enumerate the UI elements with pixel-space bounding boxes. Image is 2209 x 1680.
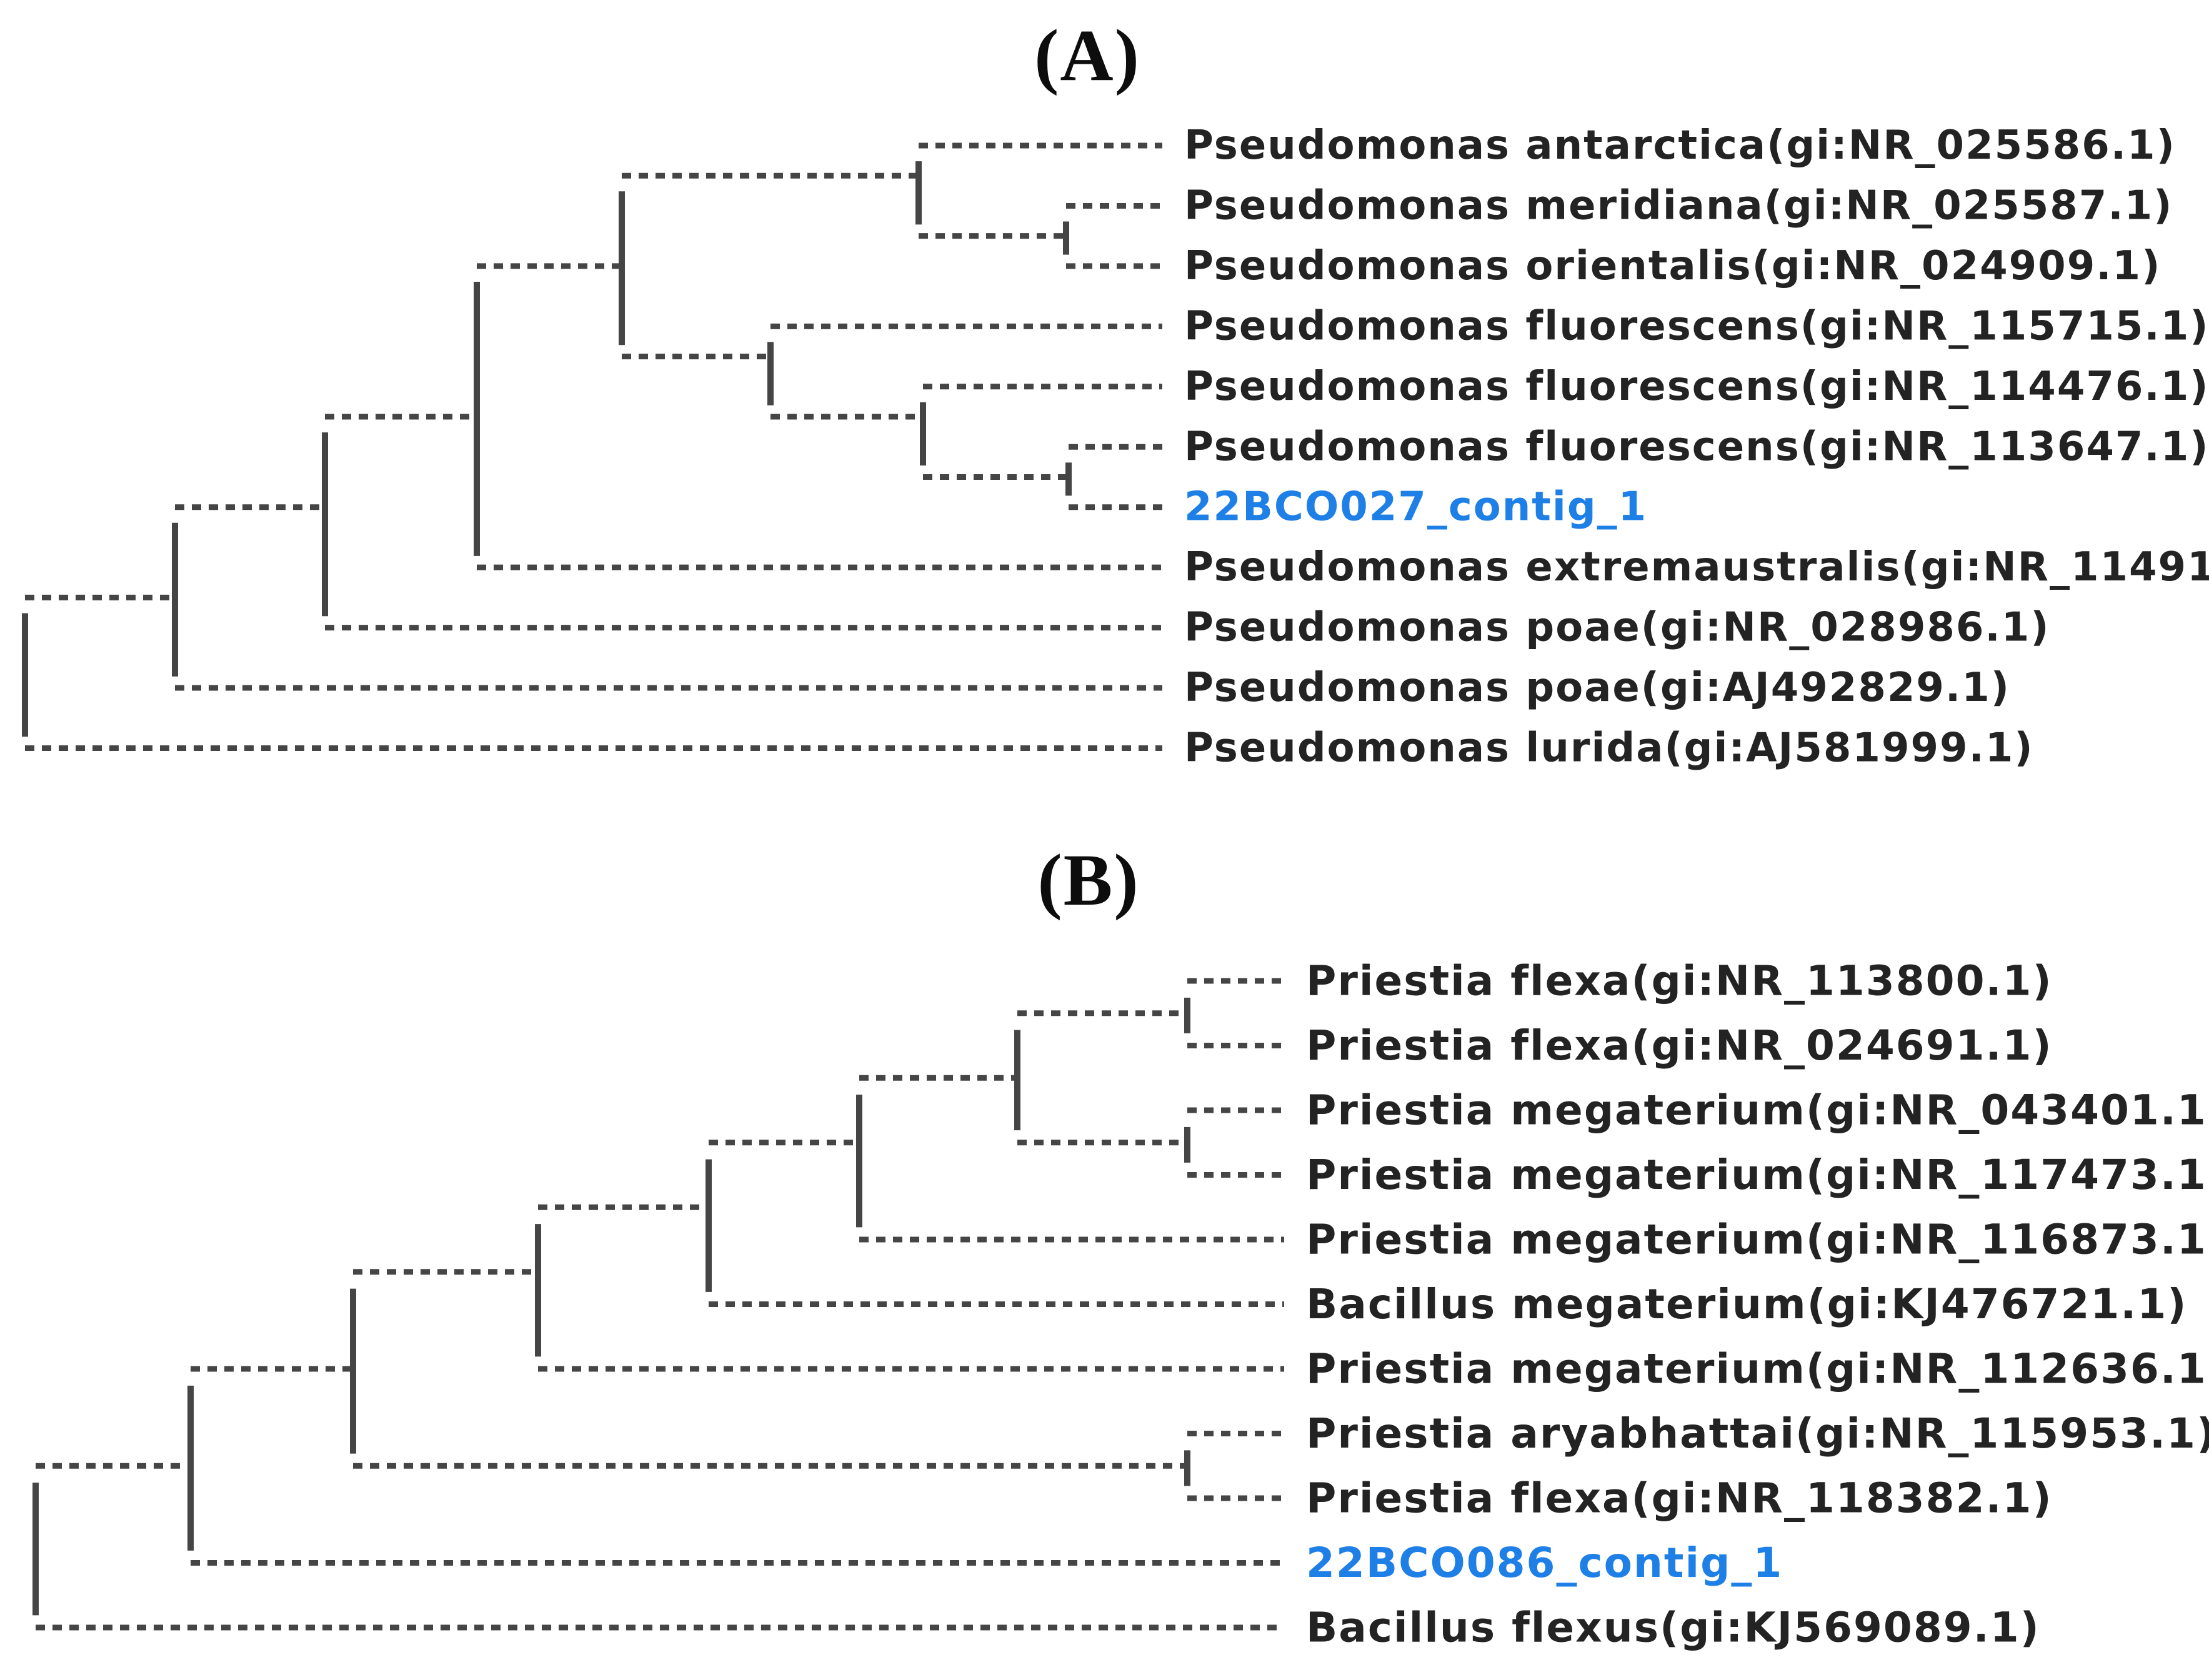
- leaf-label: Pseudomonas fluorescens(gi:NR_115715.1): [1184, 303, 2209, 349]
- leaf-label: Pseudomonas meridiana(gi:NR_025587.1): [1184, 182, 2173, 229]
- leaf-label-query-highlight: 22BCO027_contig_1: [1184, 484, 1647, 530]
- leaf-label: Pseudomonas extremaustralis(gi:NR_114911…: [1184, 544, 2209, 590]
- leaf-label: Pseudomonas lurida(gi:AJ581999.1): [1184, 725, 2034, 772]
- leaf-label: Pseudomonas fluorescens(gi:NR_113647.1): [1184, 424, 2209, 470]
- panel-a-title: (A): [1034, 14, 1140, 96]
- panel-b-title: (B): [1037, 839, 1140, 921]
- leaf-label: Priestia flexa(gi:NR_024691.1): [1306, 1021, 2053, 1070]
- leaf-label-query-highlight: 22BCO086_contig_1: [1306, 1539, 1783, 1587]
- leaf-label: Pseudomonas fluorescens(gi:NR_114476.1): [1184, 364, 2209, 410]
- leaf-label: Priestia flexa(gi:NR_118382.1): [1306, 1474, 2053, 1523]
- leaf-label: Bacillus flexus(gi:KJ569089.1): [1306, 1604, 2040, 1652]
- leaf-label: Priestia megaterium(gi:NR_117473.1): [1306, 1151, 2209, 1199]
- leaf-label: Priestia megaterium(gi:NR_116873.1): [1306, 1216, 2209, 1264]
- leaf-label: Priestia flexa(gi:NR_113800.1): [1306, 957, 2053, 1005]
- leaf-label: Bacillus megaterium(gi:KJ476721.1): [1306, 1280, 2187, 1328]
- leaf-label: Pseudomonas poae(gi:NR_028986.1): [1184, 605, 2050, 651]
- leaf-label: Pseudomonas antarctica(gi:NR_025586.1): [1184, 122, 2176, 169]
- leaf-label: Pseudomonas poae(gi:AJ492829.1): [1184, 665, 2010, 711]
- leaf-label: Priestia megaterium(gi:NR_043401.1): [1306, 1086, 2209, 1135]
- leaf-label: Priestia megaterium(gi:NR_112636.1): [1306, 1345, 2209, 1393]
- leaf-label: Priestia aryabhattai(gi:NR_115953.1): [1306, 1409, 2209, 1458]
- leaf-label: Pseudomonas orientalis(gi:NR_024909.1): [1184, 243, 2161, 289]
